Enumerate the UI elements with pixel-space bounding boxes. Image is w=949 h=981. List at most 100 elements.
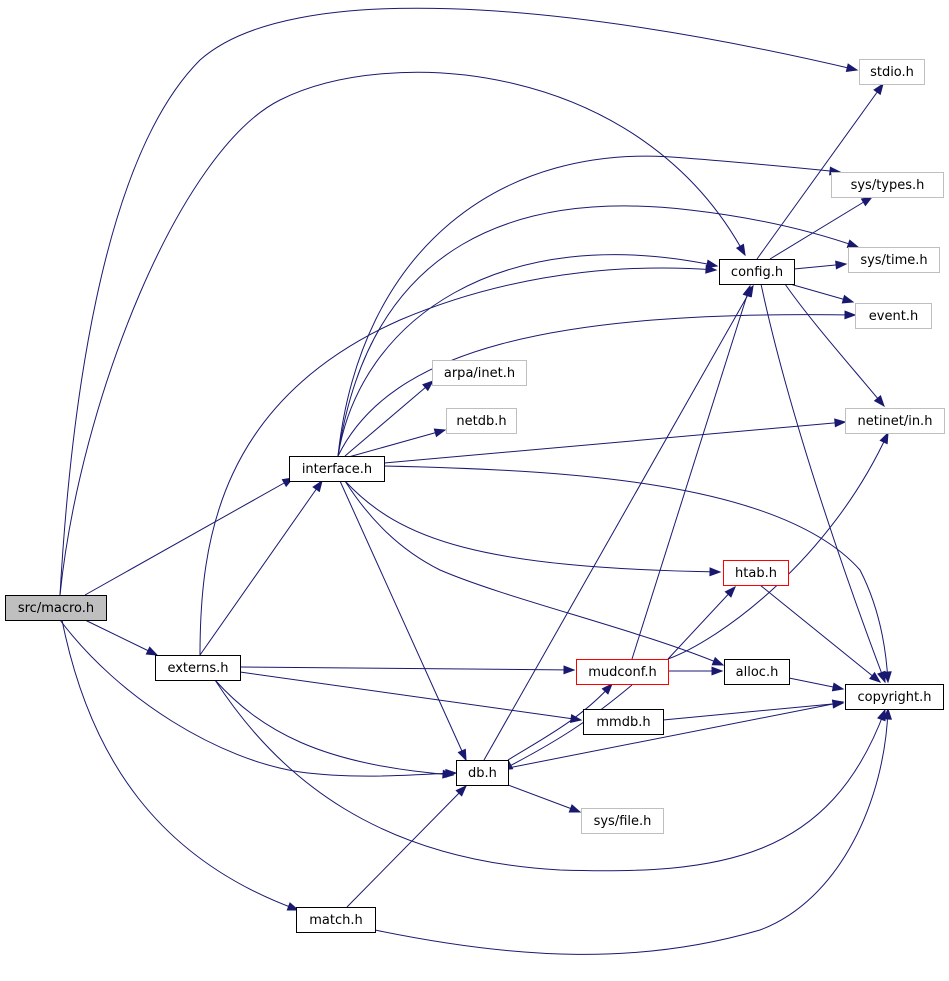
- edge-arrowhead: [841, 294, 855, 304]
- node-box[interactable]: [845, 408, 945, 434]
- node-box[interactable]: [719, 259, 795, 285]
- node-alloc[interactable]: alloc.h: [724, 659, 790, 685]
- node-box[interactable]: [723, 560, 789, 586]
- node-label: sys/types.h: [851, 178, 925, 193]
- edge-mudconf-to-alloc: [668, 666, 724, 676]
- edge-arrowhead: [724, 585, 736, 598]
- edge-interface-to-copyright: [383, 465, 892, 684]
- edge-line: [784, 283, 885, 407]
- edge-mudconf-to-netinet: [667, 431, 889, 660]
- edge-line: [59, 71, 746, 596]
- node-label: db.h: [468, 766, 497, 781]
- node-box[interactable]: [581, 808, 664, 834]
- node-label: arpa/inet.h: [444, 366, 515, 381]
- edge-config-to-netinet: [784, 283, 885, 408]
- edge-line: [344, 480, 724, 666]
- edge-macro-to-match: [61, 619, 300, 911]
- node-stdio[interactable]: stdio.h: [859, 59, 925, 85]
- node-arpa[interactable]: arpa/inet.h: [432, 360, 527, 386]
- edge-arrowhead: [882, 671, 892, 684]
- node-box[interactable]: [831, 172, 944, 198]
- node-copyright[interactable]: copyright.h: [845, 684, 944, 710]
- node-box[interactable]: [583, 709, 664, 735]
- node-event[interactable]: event.h: [855, 303, 932, 329]
- node-box[interactable]: [446, 408, 517, 434]
- edge-line: [239, 666, 575, 671]
- edge-match-to-copyright: [374, 707, 892, 955]
- edge-arrowhead: [846, 239, 860, 248]
- edge-config-to-systime: [793, 260, 848, 270]
- edge-line: [84, 477, 294, 596]
- edge-arrowhead: [831, 699, 845, 709]
- edge-line: [631, 285, 751, 660]
- edge-arrowhead: [834, 418, 847, 428]
- edge-interface-to-systime: [337, 205, 860, 457]
- node-macro[interactable]: src/macro.h: [5, 595, 107, 621]
- edge-arrowhead: [145, 646, 159, 656]
- node-netinet[interactable]: netinet/in.h: [845, 408, 945, 434]
- edge-arrowhead: [312, 479, 323, 493]
- node-config[interactable]: config.h: [719, 259, 795, 285]
- node-box[interactable]: [576, 659, 669, 685]
- node-box[interactable]: [724, 659, 790, 685]
- edge-line: [337, 205, 859, 457]
- edge-macro-to-stdio: [59, 7, 859, 596]
- edge-line: [239, 671, 582, 721]
- node-box[interactable]: [845, 684, 944, 710]
- node-box[interactable]: [859, 59, 925, 85]
- node-box[interactable]: [289, 456, 385, 482]
- node-label: externs.h: [167, 661, 228, 676]
- edge-line: [337, 155, 841, 457]
- edge-line: [214, 679, 886, 872]
- edge-line: [214, 679, 454, 776]
- edge-line: [199, 480, 323, 656]
- edge-line: [383, 465, 889, 683]
- node-interface[interactable]: interface.h: [289, 456, 385, 482]
- node-systime[interactable]: sys/time.h: [848, 247, 940, 273]
- edge-mudconf-to-htab: [667, 585, 736, 660]
- node-mmdb[interactable]: mmdb.h: [583, 709, 664, 735]
- node-box[interactable]: [848, 247, 940, 273]
- node-sysfile[interactable]: sys/file.h: [581, 808, 664, 834]
- node-htab[interactable]: htab.h: [723, 560, 789, 586]
- node-box[interactable]: [155, 655, 241, 681]
- nodes-layer: src/macro.h stdio.h sys/types.h config.h sys…: [5, 59, 945, 933]
- edge-line: [337, 254, 718, 457]
- edge-line: [339, 480, 467, 761]
- edge-arrowhead: [879, 431, 889, 445]
- edge-interface-to-alloc: [344, 480, 725, 666]
- node-externs[interactable]: externs.h: [155, 655, 241, 681]
- node-mudconf[interactable]: mudconf.h: [576, 659, 669, 685]
- edge-arrowhead: [709, 567, 722, 577]
- edge-arrowhead: [844, 310, 857, 320]
- edge-line: [507, 784, 581, 813]
- node-match[interactable]: match.h: [296, 907, 376, 933]
- node-label: alloc.h: [736, 665, 779, 680]
- edge-arrowhead: [568, 804, 582, 813]
- node-label: copyright.h: [858, 690, 932, 705]
- node-systypes[interactable]: sys/types.h: [831, 172, 944, 198]
- node-label: event.h: [869, 309, 918, 324]
- edge-config-to-event: [789, 283, 855, 304]
- node-box[interactable]: [296, 907, 376, 933]
- node-netdb[interactable]: netdb.h: [446, 408, 517, 434]
- edge-mmdb-to-copyright: [662, 699, 845, 721]
- node-db[interactable]: db.h: [456, 760, 509, 786]
- node-box[interactable]: [456, 760, 509, 786]
- node-box[interactable]: [432, 360, 527, 386]
- edge-externs-to-db: [214, 679, 455, 779]
- edge-line: [507, 683, 613, 761]
- node-box[interactable]: [855, 303, 932, 329]
- edge-line: [756, 83, 884, 260]
- node-box[interactable]: [5, 595, 107, 621]
- edge-alloc-to-copyright: [788, 677, 845, 692]
- edge-config-to-copyright: [760, 283, 886, 684]
- edge-interface-to-db: [339, 480, 467, 762]
- edge-arrowhead: [457, 748, 467, 762]
- edge-config-to-stdio: [756, 82, 884, 260]
- edge-arrowhead: [442, 769, 455, 779]
- edge-arrowhead: [705, 264, 718, 274]
- edge-arrowhead: [711, 656, 725, 666]
- edge-interface-to-netinet: [383, 418, 847, 464]
